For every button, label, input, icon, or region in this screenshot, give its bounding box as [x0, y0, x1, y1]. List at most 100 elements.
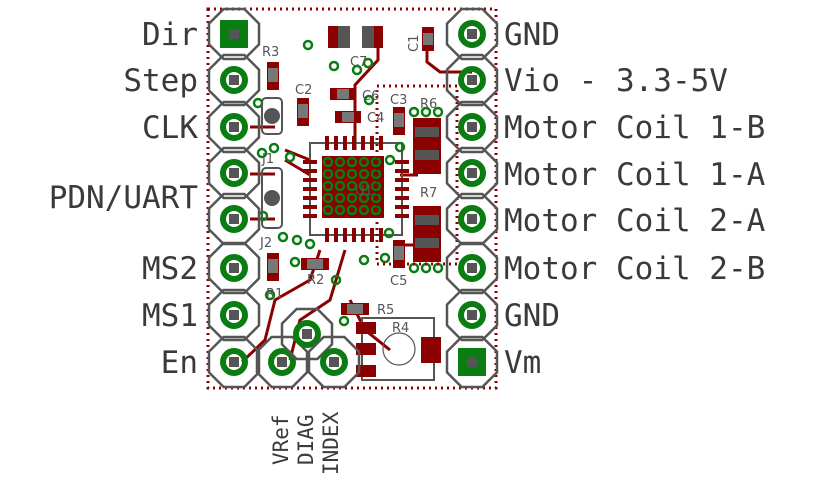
left-pin-6	[207, 241, 261, 295]
via	[346, 192, 358, 204]
silk-c5: C5	[390, 274, 407, 289]
label-diag: DIAG	[294, 414, 318, 465]
via	[358, 156, 370, 168]
components	[261, 26, 459, 381]
ic-pad	[379, 228, 383, 242]
silk-r6: R6	[420, 97, 437, 112]
via	[362, 57, 374, 69]
via	[284, 151, 296, 163]
via	[252, 97, 264, 109]
ic-pad	[334, 228, 338, 242]
silk-r2: R2	[307, 273, 324, 288]
via	[408, 106, 420, 118]
label-index: INDEX	[319, 411, 343, 475]
ic-pad	[303, 187, 317, 191]
silk-r3: R3	[262, 45, 279, 60]
via	[277, 231, 289, 243]
silk-c6: C6	[362, 89, 379, 104]
label-gnd-2: GND	[504, 298, 560, 334]
via	[322, 180, 334, 192]
ic-pad	[395, 160, 409, 164]
via	[358, 192, 370, 204]
right-pin-3	[445, 100, 499, 154]
ic-pad	[303, 169, 317, 173]
vias	[252, 39, 444, 327]
right-pin-labels: GND Vio - 3.3-5V Motor Coil 1-B Motor Co…	[504, 17, 766, 381]
left-pin-3	[207, 100, 261, 154]
label-dir: Dir	[142, 17, 198, 53]
silkscreen-labels: R3 C2 C7 C1 C6 C4 C3 R6 R7 J1 J2 R1 R2 C…	[259, 35, 437, 336]
header-pins	[207, 7, 499, 389]
ic-pads	[303, 136, 409, 242]
silk-r5: R5	[377, 303, 394, 318]
ic-pad	[303, 160, 317, 164]
ic-pad	[370, 228, 374, 242]
right-pin-8	[445, 335, 499, 389]
silk-c4: C4	[367, 111, 384, 126]
board-outline	[206, 7, 498, 390]
via	[322, 156, 334, 168]
via	[289, 256, 301, 268]
via	[383, 227, 395, 239]
via	[358, 180, 370, 192]
ic-pad	[343, 136, 347, 150]
via	[346, 168, 358, 180]
left-pin-2	[207, 53, 261, 107]
via	[334, 180, 346, 192]
label-coil-2b: Motor Coil 2-B	[504, 251, 765, 287]
ic-pad	[352, 228, 356, 242]
silk-r7: R7	[420, 186, 437, 201]
bottom-pin-labels: VRef DIAG INDEX	[269, 411, 343, 475]
label-coil-2a: Motor Coil 2-A	[504, 203, 766, 239]
right-pin-2	[445, 53, 499, 107]
label-gnd-1: GND	[504, 17, 560, 53]
label-vm: Vm	[504, 345, 541, 381]
via	[358, 204, 370, 216]
label-vref: VRef	[269, 414, 293, 465]
via	[322, 168, 334, 180]
ic-pad	[395, 214, 409, 218]
ic-pad	[303, 205, 317, 209]
ic-pad	[303, 196, 317, 200]
via	[394, 141, 406, 153]
bottom-pin-2	[280, 307, 334, 361]
via	[379, 252, 391, 264]
silk-c3: C3	[390, 93, 407, 108]
via	[358, 254, 370, 266]
ic-pad	[325, 228, 329, 242]
silk-r1: R1	[266, 287, 283, 302]
label-step: Step	[123, 63, 198, 99]
ic-pad	[352, 136, 356, 150]
ic-pad	[361, 136, 365, 150]
via	[346, 156, 358, 168]
via	[264, 289, 276, 301]
silk-c1: C1	[407, 35, 422, 52]
left-pin-8	[207, 335, 261, 389]
via	[302, 39, 314, 51]
label-clk: CLK	[142, 110, 198, 146]
ic-pad	[361, 228, 365, 242]
via	[256, 147, 268, 159]
via	[330, 274, 342, 286]
ic-pad	[395, 196, 409, 200]
right-pin-5	[445, 192, 499, 246]
ic-pad	[343, 228, 347, 242]
silk-c7: C7	[350, 55, 367, 70]
label-en: En	[161, 345, 198, 381]
label-ms1: MS1	[142, 298, 198, 334]
via	[322, 204, 334, 216]
silk-r4: R4	[392, 321, 409, 336]
label-ms2: MS2	[142, 251, 198, 287]
via	[304, 238, 316, 250]
via	[346, 204, 358, 216]
silk-u1: U1	[355, 184, 373, 199]
via	[328, 60, 340, 72]
left-pin-1	[207, 7, 261, 61]
left-pin-7	[207, 288, 261, 342]
via	[363, 94, 375, 106]
via	[334, 192, 346, 204]
via	[334, 156, 346, 168]
ic-pad	[325, 136, 329, 150]
silk-j2: J2	[259, 236, 272, 251]
